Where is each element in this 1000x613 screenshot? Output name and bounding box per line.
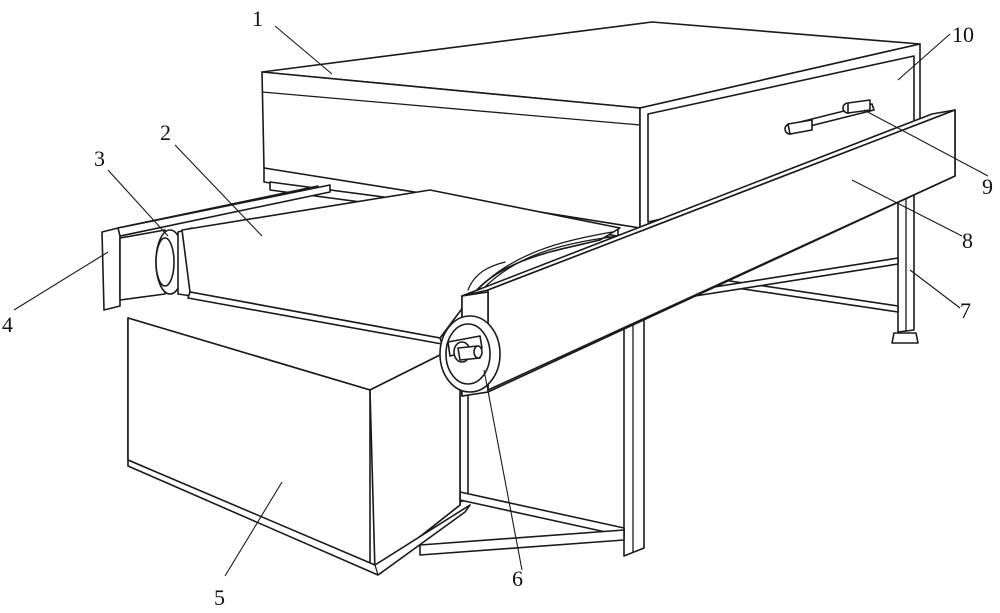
hand-wheel — [439, 315, 501, 393]
storage-box — [127, 317, 471, 576]
label-10: 10 — [952, 22, 974, 47]
label-7: 7 — [960, 298, 971, 323]
left-side-rail — [101, 184, 331, 311]
label-5: 5 — [214, 585, 225, 610]
label-9: 9 — [982, 174, 993, 199]
conveyor-belt — [181, 189, 621, 345]
label-2: 2 — [160, 120, 171, 145]
right-side-rail — [461, 109, 956, 397]
label-6: 6 — [512, 566, 523, 591]
leader-lines — [13, 25, 989, 577]
label-8: 8 — [962, 228, 973, 253]
callout-labels: 1 2 3 4 5 6 7 8 9 10 — [2, 6, 993, 610]
label-4: 4 — [2, 312, 13, 337]
label-1: 1 — [252, 6, 263, 31]
label-3: 3 — [94, 146, 105, 171]
leveling-foot — [891, 332, 919, 344]
